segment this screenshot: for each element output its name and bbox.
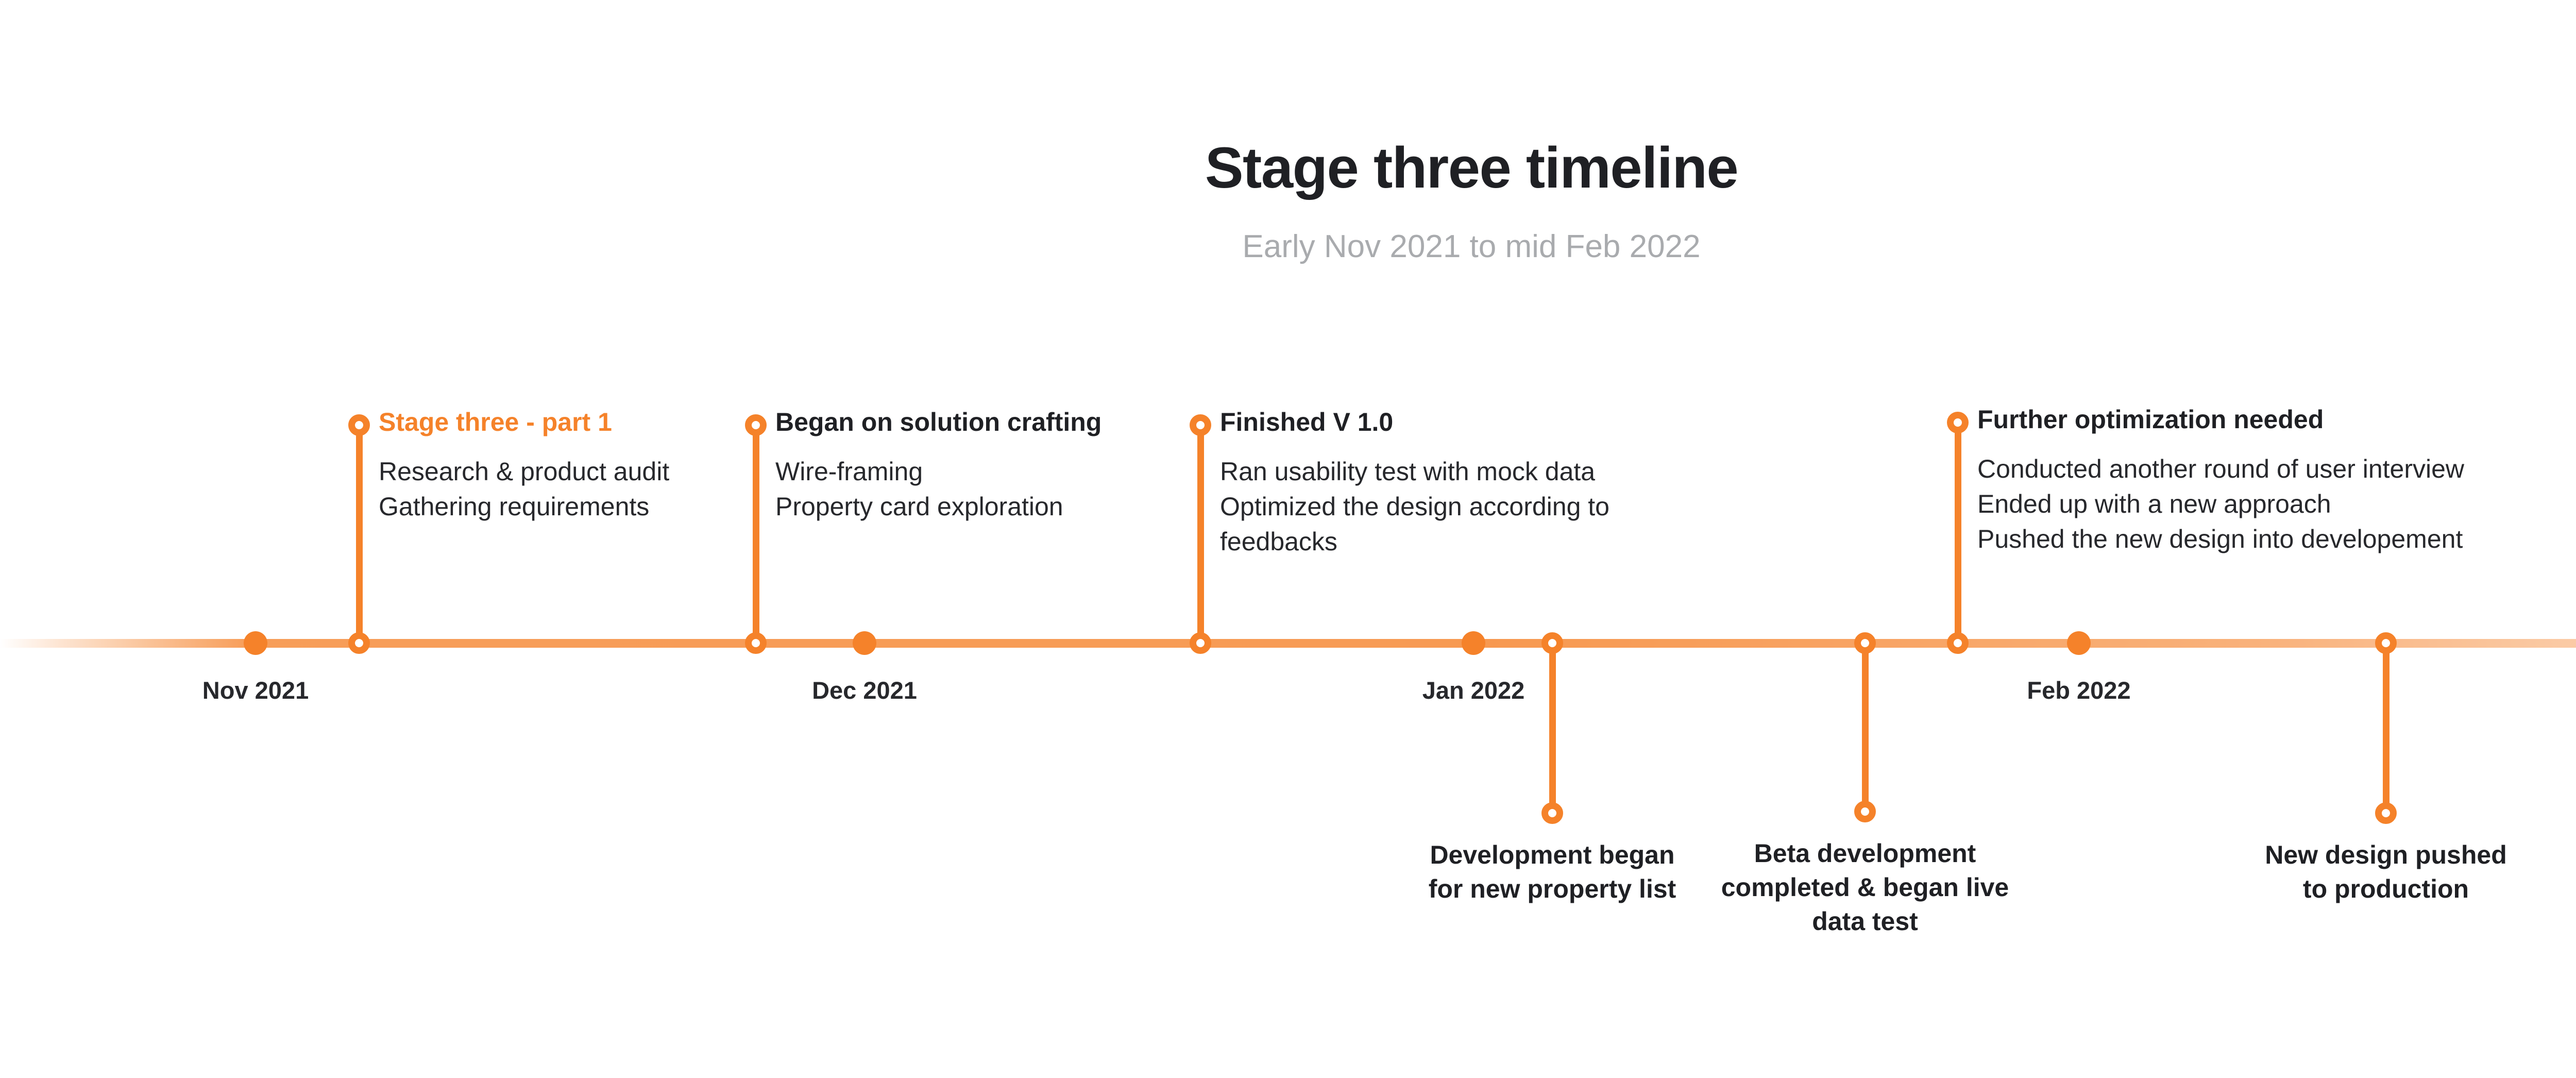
axis-tick-dot (1462, 631, 1485, 655)
connector-stem (752, 425, 759, 643)
event-title: Further optimization needed (1977, 405, 2324, 434)
event-detail-line: Pushed the new design into developement (1977, 525, 2463, 553)
axis-node-ring[interactable] (745, 632, 767, 654)
connector-stem (2382, 643, 2389, 813)
event-title-line: Beta development (1754, 839, 1976, 868)
event-title-line: for new property list (1428, 874, 1676, 903)
event-title: Stage three - part 1 (379, 408, 612, 436)
axis-tick-label: Nov 2021 (202, 677, 309, 704)
event-detail-line: feedbacks (1220, 527, 1337, 556)
event-node-ring[interactable] (1854, 801, 1876, 822)
event-detail-line: Ran usability test with mock data (1220, 457, 1596, 486)
axis-tick-dot (853, 631, 876, 655)
axis-tick-label: Feb 2022 (2027, 677, 2131, 704)
event-node-ring[interactable] (1190, 414, 1211, 436)
axis-tick-label: Jan 2022 (1422, 677, 1525, 704)
axis-tick-label: Mar 2022 (2536, 676, 2576, 704)
event-node-ring[interactable] (348, 414, 370, 436)
event-node-ring[interactable] (1947, 412, 1969, 433)
event-block-above: Stage three - part 1 Research & product a… (379, 408, 669, 524)
event-title-line: completed & began live (1721, 873, 2009, 902)
axis-node-ring[interactable] (2375, 632, 2397, 654)
event-title: Finished V 1.0 (1220, 408, 1394, 436)
connector-stem (1954, 423, 1961, 643)
axis-node-ring[interactable] (1190, 632, 1211, 654)
event-detail-line: Property card exploration (775, 492, 1063, 521)
event-detail-line: Conducted another round of user intervie… (1977, 454, 2465, 483)
axis-tick-label: Dec 2021 (812, 677, 917, 704)
event-node-ring[interactable] (2375, 802, 2397, 824)
page-subtitle: Early Nov 2021 to mid Feb 2022 (1242, 229, 1701, 264)
axis-tick-dot (2067, 631, 2091, 655)
timeline-axis (0, 639, 2576, 648)
event-detail-line: Wire-framing (775, 457, 923, 486)
event-block-below: New design pushed to production (2180, 838, 2576, 906)
connector-stem (1197, 425, 1204, 643)
event-detail-line: Ended up with a new approach (1977, 490, 2331, 518)
event-node-ring[interactable] (1541, 802, 1563, 824)
event-block-below: Development began for new property list (1346, 838, 1758, 906)
axis-node-ring[interactable] (1854, 632, 1876, 654)
connector-stem (355, 425, 363, 643)
axis-node-ring[interactable] (1947, 632, 1969, 654)
connector-stem (1861, 643, 1869, 812)
connector-stem (1549, 643, 1556, 813)
axis-tick-dot (244, 631, 267, 655)
axis-node-ring[interactable] (348, 632, 370, 654)
event-title-line: to production (2302, 874, 2469, 903)
event-title: Began on solution crafting (775, 408, 1102, 436)
event-detail-line: Research & product audit (379, 457, 670, 486)
event-detail-line: Gathering requirements (379, 492, 650, 521)
axis-node-ring[interactable] (1541, 632, 1563, 654)
event-block-below: Beta development completed & began live da… (1659, 836, 2071, 938)
event-detail-line: Optimized the design according to (1220, 492, 1609, 521)
event-title-line: New design pushed (2265, 840, 2507, 869)
event-title-line: data test (1812, 907, 1918, 936)
page-title: Stage three timeline (1205, 136, 1739, 200)
event-node-ring[interactable] (745, 414, 767, 436)
event-title-line: Development began (1430, 840, 1675, 869)
